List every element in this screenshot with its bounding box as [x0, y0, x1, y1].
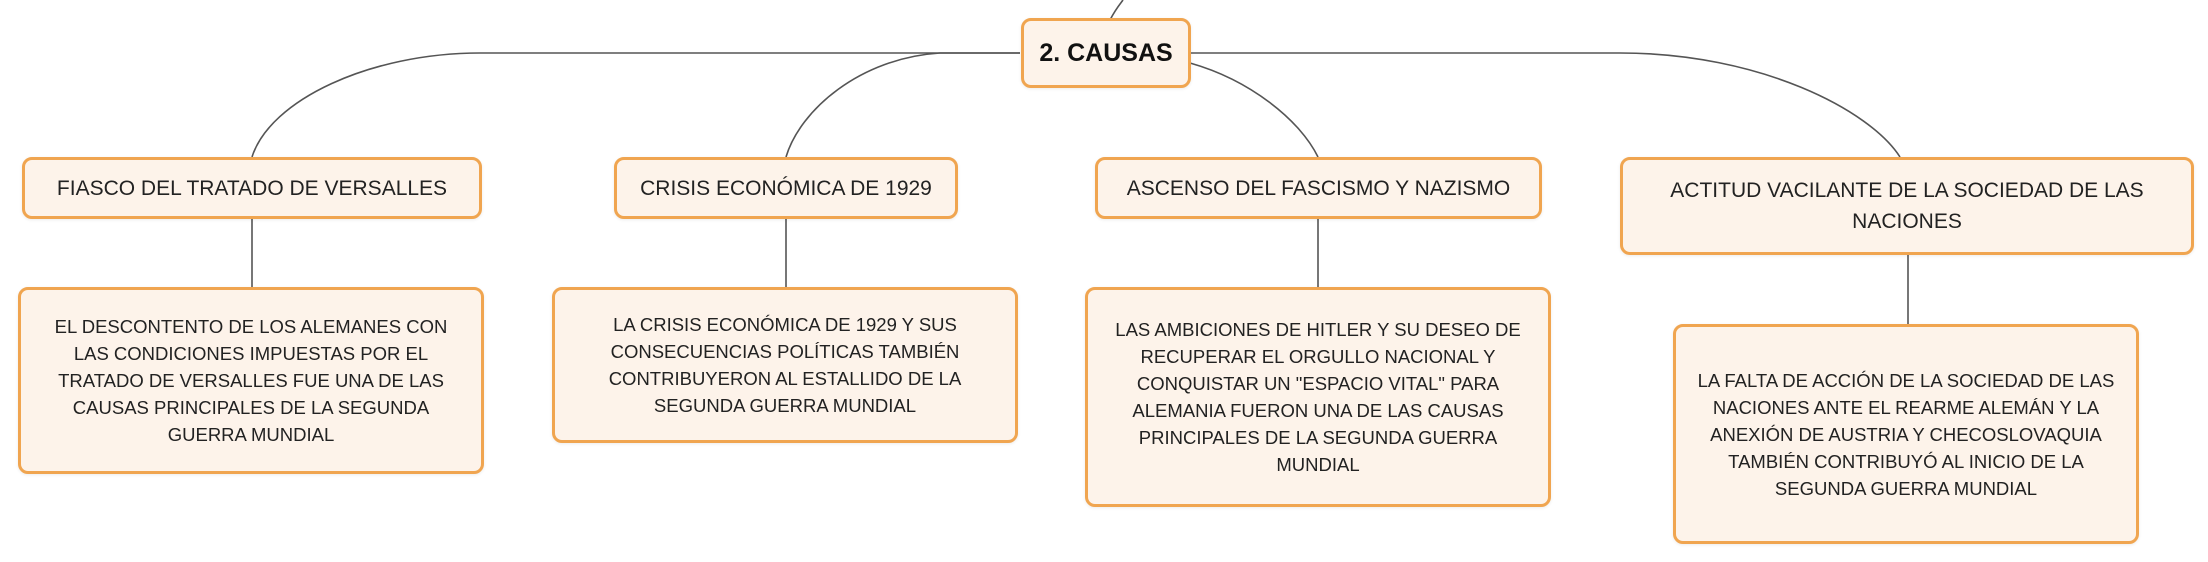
- cause-title: FIASCO DEL TRATADO DE VERSALLES: [56, 176, 448, 200]
- root-node[interactable]: 2. CAUSAS: [1021, 18, 1191, 88]
- connector-root-cause-3: [1189, 62, 1319, 158]
- detail-node-crisis-1929[interactable]: LA CRISIS ECONÓMICA DE 1929 Y SUS CONSEC…: [552, 287, 1018, 443]
- cause-node-crisis-1929[interactable]: CRISIS ECONÓMICA DE 1929: [614, 157, 958, 219]
- cause-title: ASCENSO DEL FASCISMO Y NAZISMO: [1126, 176, 1511, 200]
- detail-text: LA FALTA DE ACCIÓN DE LA SOCIEDAD DE LAS…: [1697, 369, 2115, 499]
- cause-title: CRISIS ECONÓMICA DE 1929: [640, 176, 932, 200]
- detail-text: LAS AMBICIONES DE HITLER Y SU DESEO DE R…: [1115, 319, 1521, 475]
- detail-node-fascismo[interactable]: LAS AMBICIONES DE HITLER Y SU DESEO DE R…: [1085, 287, 1551, 507]
- detail-node-sociedad-naciones[interactable]: LA FALTA DE ACCIÓN DE LA SOCIEDAD DE LAS…: [1673, 324, 2139, 544]
- connector-parent: [1109, 0, 1124, 21]
- cause-node-sociedad-naciones[interactable]: ACTITUD VACILANTE DE LA SOCIEDAD DE LAS …: [1620, 157, 2194, 255]
- detail-node-versalles[interactable]: EL DESCONTENTO DE LOS ALEMANES CON LAS C…: [18, 287, 484, 474]
- root-label: 2. CAUSAS: [1039, 38, 1173, 67]
- connector-root-cause-1: [251, 52, 1020, 158]
- connector-root-cause-2: [785, 52, 1020, 158]
- connector-root-cause-4: [1190, 52, 1901, 158]
- cause-node-versalles[interactable]: FIASCO DEL TRATADO DE VERSALLES: [22, 157, 482, 219]
- cause-node-fascismo[interactable]: ASCENSO DEL FASCISMO Y NAZISMO: [1095, 157, 1542, 219]
- cause-title: ACTITUD VACILANTE DE LA SOCIEDAD DE LAS …: [1670, 179, 2144, 233]
- detail-text: LA CRISIS ECONÓMICA DE 1929 Y SUS CONSEC…: [608, 314, 962, 416]
- detail-text: EL DESCONTENTO DE LOS ALEMANES CON LAS C…: [54, 316, 448, 445]
